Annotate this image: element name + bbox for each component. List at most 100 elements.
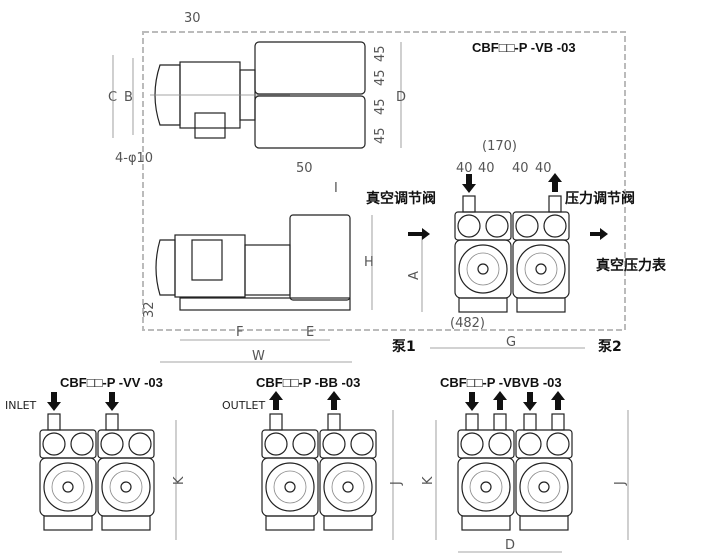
valve-port (518, 432, 542, 456)
inlet-arrow-icon (465, 392, 479, 411)
port-fitting (269, 413, 283, 431)
fan-guard (461, 462, 511, 512)
pump-casing (39, 457, 97, 517)
pump1-label: 泵1 (392, 339, 416, 355)
dim-j: J (389, 481, 404, 486)
model-title-bb: CBF□□-P -BB -03 (256, 375, 360, 390)
fan-guard-inner (527, 470, 561, 504)
fan-guard (519, 462, 569, 512)
pump2-label: 泵2 (598, 339, 622, 355)
twin-pump-front (39, 392, 155, 531)
port-fitting (551, 413, 565, 431)
side-view: 50 I H 32 F E W (142, 161, 374, 364)
fan-guard-inner (51, 470, 85, 504)
dim-k: K (421, 476, 436, 485)
valve-port (457, 214, 481, 238)
section-boundary (142, 31, 626, 331)
inlet-arrow-icon (462, 174, 476, 193)
outlet-label: OUTLET (222, 399, 266, 412)
dim-d: D (505, 538, 515, 553)
pump-head-2 (254, 95, 366, 149)
dim-w: W (252, 349, 265, 364)
valve-port (70, 432, 94, 456)
valve-port (128, 432, 152, 456)
valve-port (350, 432, 374, 456)
terminal-box (191, 239, 223, 281)
outlet-arrow-icon (269, 391, 283, 410)
coupling (244, 244, 291, 296)
fan-guard-inner (331, 470, 365, 504)
fan-guard-inner (466, 252, 500, 286)
dim-45: 45 (373, 98, 388, 115)
valve-port (546, 432, 570, 456)
fan-guard-inner (109, 470, 143, 504)
gauge-label: 真空压力表 (596, 257, 667, 274)
fan-hub (480, 481, 492, 493)
top-view: 30 C B D 45 45 45 45 4-φ10 CBF□□-P -VB -… (108, 11, 576, 166)
variant-bb: CBF□□-P -BB -03 OUTLET J (222, 375, 404, 540)
inlet-arrow-icon (105, 392, 119, 411)
model-title-vbvb: CBF□□-P -VBVB -03 (440, 375, 562, 390)
outlet-arrow-icon (548, 173, 562, 192)
port-fitting (327, 413, 341, 431)
port-fitting (462, 195, 476, 213)
outlet-arrow-icon (551, 391, 565, 410)
inlet-arrow-icon (523, 392, 537, 411)
model-title-vv: CBF□□-P -VV -03 (60, 375, 163, 390)
fan-hub (120, 481, 132, 493)
valve-port (292, 432, 316, 456)
fan-guard (323, 462, 373, 512)
dim-h: H (364, 255, 374, 270)
fan-hub (477, 263, 489, 275)
fan-guard-inner (273, 470, 307, 504)
dim-45: 45 (373, 127, 388, 144)
fan-hub (535, 263, 547, 275)
mounting-holes-label: 4-φ10 (115, 151, 153, 166)
pump-casing (319, 457, 377, 517)
outlet-arrow-icon (493, 391, 507, 410)
motor-fan-cover (154, 64, 181, 126)
valve-port (100, 432, 124, 456)
variant-vv: CBF□□-P -VV -03 INLET K (5, 375, 187, 540)
fan-guard (516, 244, 566, 294)
fan-guard-inner (524, 252, 558, 286)
valve-port (488, 432, 512, 456)
dim-40: 40 (512, 161, 529, 176)
vacuum-valve-label: 真空调节阀 (366, 190, 436, 207)
motor-fan-cover (155, 239, 176, 296)
dim-b: B (124, 90, 133, 105)
twin-pump-front (261, 391, 377, 531)
fan-hub (342, 481, 354, 493)
pump-casing (97, 457, 155, 517)
dim-c: C (108, 90, 117, 105)
pump-foot (101, 515, 151, 531)
outlet-arrow-icon (327, 391, 341, 410)
valve-port (543, 214, 567, 238)
dim-j: J (613, 481, 628, 486)
pump-casing (512, 239, 570, 299)
dim-40: 40 (535, 161, 552, 176)
inlet-arrow-icon (47, 392, 61, 411)
valve-port (485, 214, 509, 238)
inlet-arrow-icon (408, 228, 430, 240)
pump-foot (265, 515, 315, 531)
fan-guard (265, 462, 315, 512)
fan-guard (43, 462, 93, 512)
pump-body (289, 214, 351, 301)
fan-hub (62, 481, 74, 493)
front-view: (170) 40 40 40 40 真空调节阀 压力调节阀 真空压力表 泵1 泵… (366, 139, 667, 355)
pump-foot (323, 515, 373, 531)
dim-a: A (407, 271, 422, 280)
pump-foot (519, 515, 569, 531)
dim-50: 50 (296, 161, 313, 176)
port-fitting (493, 413, 507, 431)
dim-30: 30 (184, 11, 201, 26)
pump-casing (454, 239, 512, 299)
pump-casing (457, 457, 515, 517)
dim-482: (482) (450, 316, 485, 331)
valve-port (515, 214, 539, 238)
dim-40: 40 (456, 161, 473, 176)
dim-32: 32 (142, 301, 157, 318)
pump-casing (515, 457, 573, 517)
